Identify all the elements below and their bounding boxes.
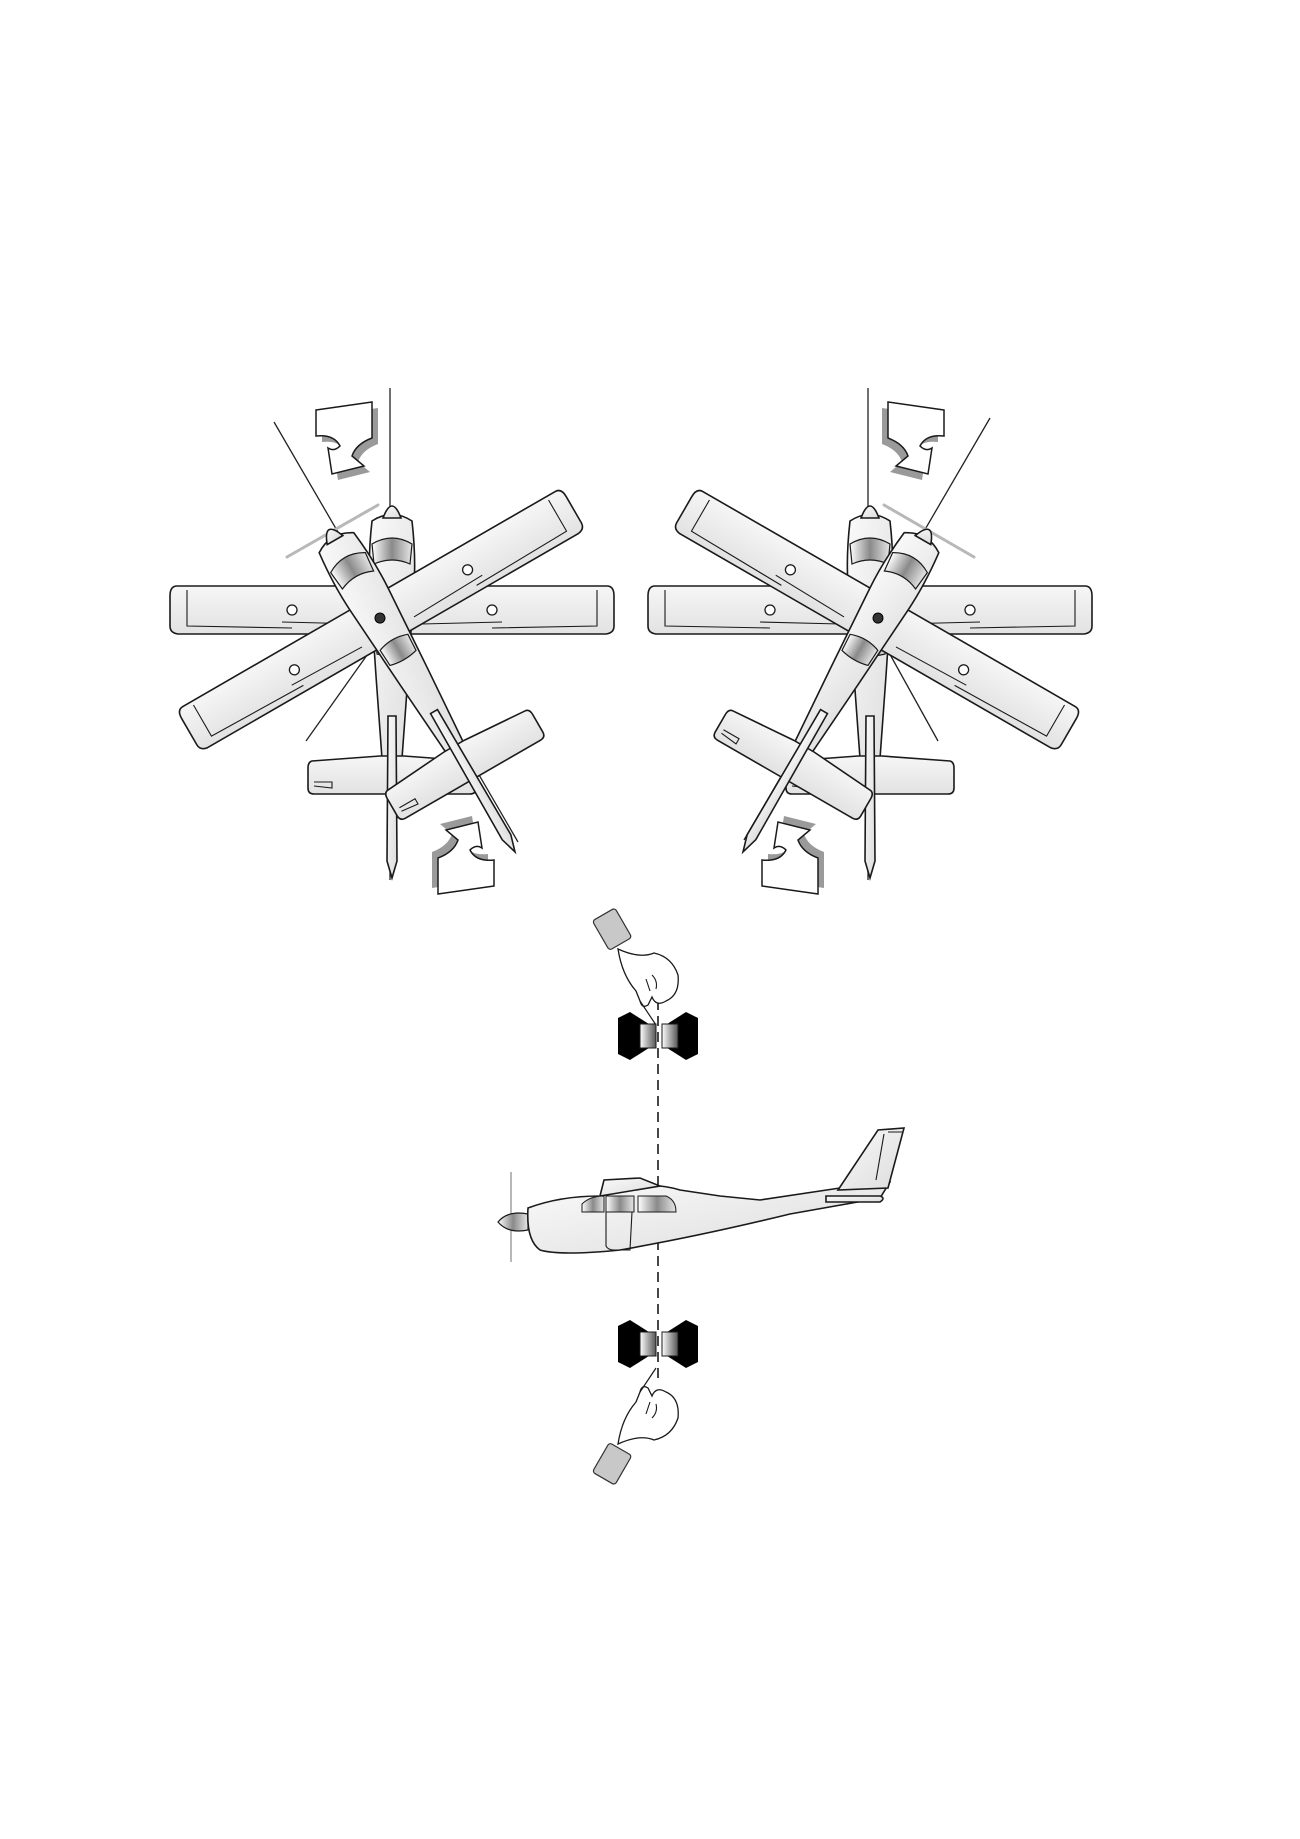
side-view-sighting	[497, 907, 906, 1486]
hand-icon	[591, 907, 679, 1026]
yaw-arrow-icon	[315, 401, 379, 481]
yaw-arrow-icon	[881, 401, 945, 481]
top-view-left-turn	[135, 388, 709, 964]
aircraft-icon	[549, 417, 1123, 964]
sight-line	[881, 639, 939, 742]
yaw-arrow-icon	[761, 815, 825, 895]
aircraft-icon	[497, 1127, 906, 1262]
hand-icon	[591, 1367, 679, 1486]
yaw-arrow-icon	[431, 815, 495, 895]
aircraft-icon	[135, 417, 709, 964]
top-view-right-turn	[549, 388, 1123, 964]
